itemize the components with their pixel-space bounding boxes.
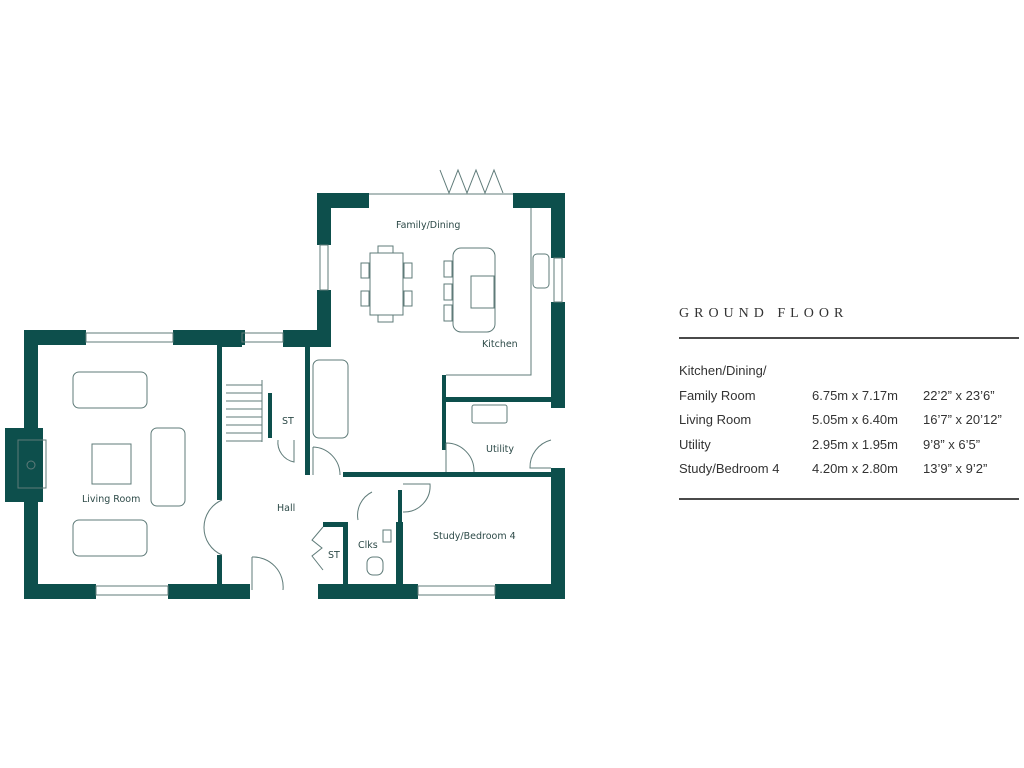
room-metric: 2.95m x 1.95m bbox=[812, 436, 898, 452]
room-imperial: 16’7” x 20’12” bbox=[923, 412, 1002, 427]
schedule-row: Living Room 5.05m x 6.40m 16’7” x 20’12” bbox=[679, 408, 1019, 433]
label-living-room: Living Room bbox=[82, 494, 140, 505]
label-utility: Utility bbox=[486, 444, 514, 455]
room-labels: Family/Dining Kitchen Living Room Hall U… bbox=[82, 220, 518, 561]
fixtures bbox=[17, 168, 563, 596]
room-name: Utility bbox=[679, 436, 711, 452]
room-metric: 4.20m x 2.80m bbox=[812, 461, 898, 476]
schedule-row: Family Room 6.75m x 7.17m 22’2” x 23’6” bbox=[679, 384, 1019, 409]
label-hall: Hall bbox=[277, 503, 295, 514]
room-metric: 5.05m x 6.40m bbox=[812, 412, 898, 427]
room-imperial: 22’2” x 23’6” bbox=[923, 387, 995, 403]
walls bbox=[5, 193, 565, 599]
divider-bottom bbox=[679, 497, 1019, 500]
label-cloakroom: Clks bbox=[358, 540, 378, 551]
schedule-row: Kitchen/Dining/ bbox=[679, 359, 1019, 384]
floor-title: GROUND FLOOR bbox=[679, 306, 849, 321]
room-imperial: 13’9” x 9’2” bbox=[923, 461, 988, 476]
label-study: Study/Bedroom 4 bbox=[433, 531, 516, 542]
room-name: Study/Bedroom 4 bbox=[679, 461, 780, 476]
label-store-under-stairs: ST bbox=[282, 416, 294, 427]
room-schedule: GROUND FLOOR Kitchen/Dining/ Family Room… bbox=[679, 300, 1019, 500]
room-name: Kitchen/Dining/ bbox=[679, 363, 767, 378]
room-imperial: 9’8” x 6’5” bbox=[923, 436, 981, 452]
room-imperial bbox=[923, 359, 1019, 384]
schedule-row: Utility 2.95m x 1.95m 9’8” x 6’5” bbox=[679, 433, 1019, 458]
schedule-row: Study/Bedroom 4 4.20m x 2.80m 13’9” x 9’… bbox=[679, 457, 1019, 482]
label-kitchen: Kitchen bbox=[482, 339, 518, 350]
room-name: Family Room bbox=[679, 387, 756, 403]
room-metric: 6.75m x 7.17m bbox=[812, 387, 898, 403]
room-metric bbox=[812, 359, 923, 384]
schedule-table: Kitchen/Dining/ Family Room 6.75m x 7.17… bbox=[679, 359, 1019, 482]
divider-top bbox=[679, 337, 1019, 339]
label-family-dining: Family/Dining bbox=[396, 220, 460, 231]
label-store-hall: ST bbox=[328, 550, 340, 561]
room-name: Living Room bbox=[679, 412, 752, 427]
